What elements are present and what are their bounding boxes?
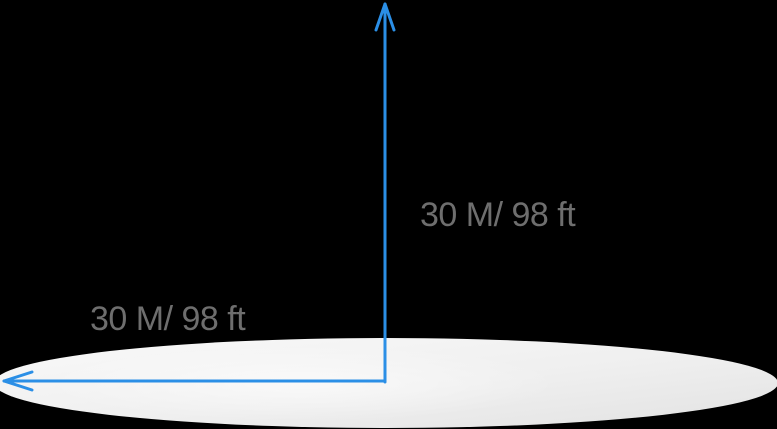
horizontal-range-label: 30 M/ 98 ft [90,300,246,338]
horizontal-arrow-head-icon [2,370,34,392]
ground-plane-highlight [40,345,560,421]
vertical-range-label: 30 M/ 98 ft [420,196,576,234]
vertical-arrow-head-icon [374,2,396,32]
